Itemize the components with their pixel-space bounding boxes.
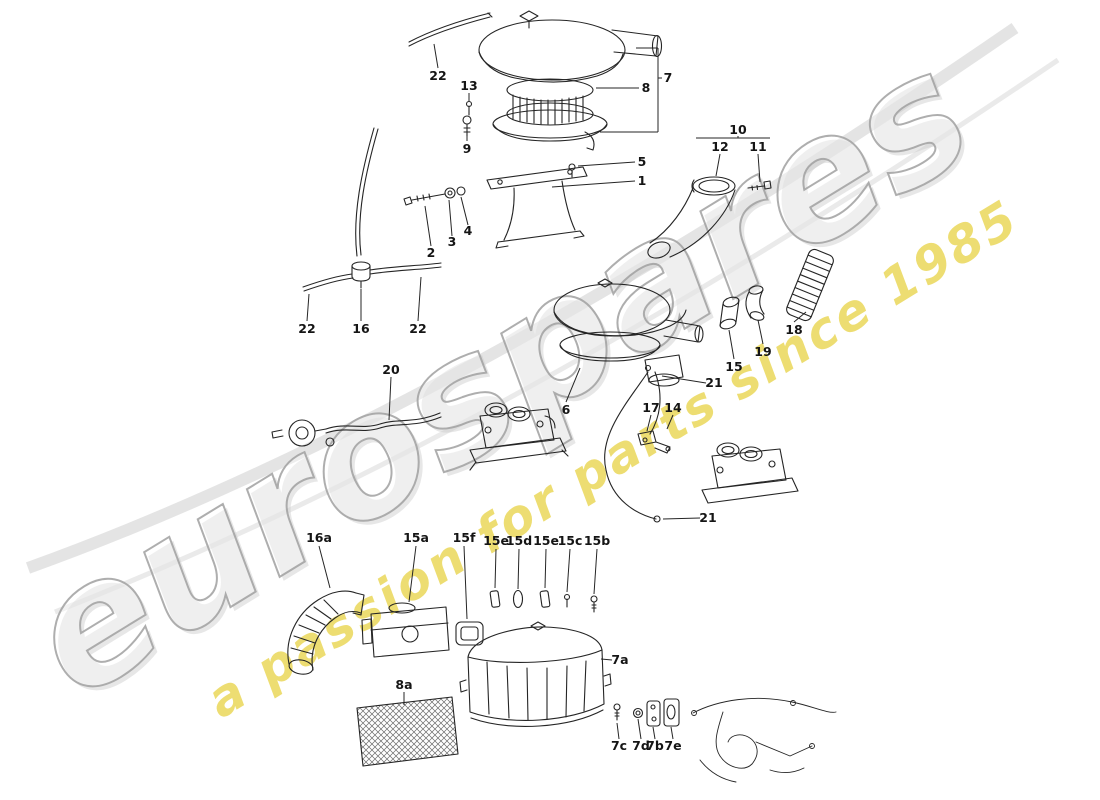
- small-parts-7: [613, 698, 680, 727]
- cable-21: [604, 371, 661, 523]
- intake-elbow-10: [647, 176, 772, 259]
- hose-long-left: [355, 127, 379, 257]
- throttle-linkage-sketch: [691, 697, 837, 783]
- elbow-19: [745, 285, 765, 321]
- watermark-brand: eurospares: [0, 14, 1003, 736]
- hose-sleeve-15: [719, 296, 740, 330]
- filter-housing-7a: [459, 621, 612, 727]
- air-cleaner-upper: [478, 10, 663, 151]
- carburetor-right: [701, 442, 799, 504]
- screw-13: [465, 100, 473, 116]
- carburetor-left: [469, 402, 569, 471]
- air-cleaner-lower-6: [553, 278, 704, 387]
- leader-lines: [306, 43, 807, 740]
- bolt-9: [462, 115, 472, 137]
- hose-tee-16: [302, 261, 442, 292]
- watermark: eurospares eurospares a passion for part…: [0, 13, 1029, 740]
- bracket-17-14: [637, 430, 671, 454]
- gasket-15f: [455, 621, 484, 646]
- part-drawings: [271, 10, 837, 783]
- filter-element-8a: [356, 696, 459, 767]
- small-fittings-15: [489, 589, 598, 613]
- hose-top-22: [408, 12, 493, 47]
- vacuum-unit-20: [271, 412, 442, 447]
- swoosh-graphics: [25, 23, 1060, 615]
- air-meter-15a: [361, 602, 450, 658]
- screw-set-2-3-4: [403, 186, 466, 206]
- intake-elbow-16a: [287, 590, 365, 675]
- corrugated-hose-18: [786, 248, 834, 322]
